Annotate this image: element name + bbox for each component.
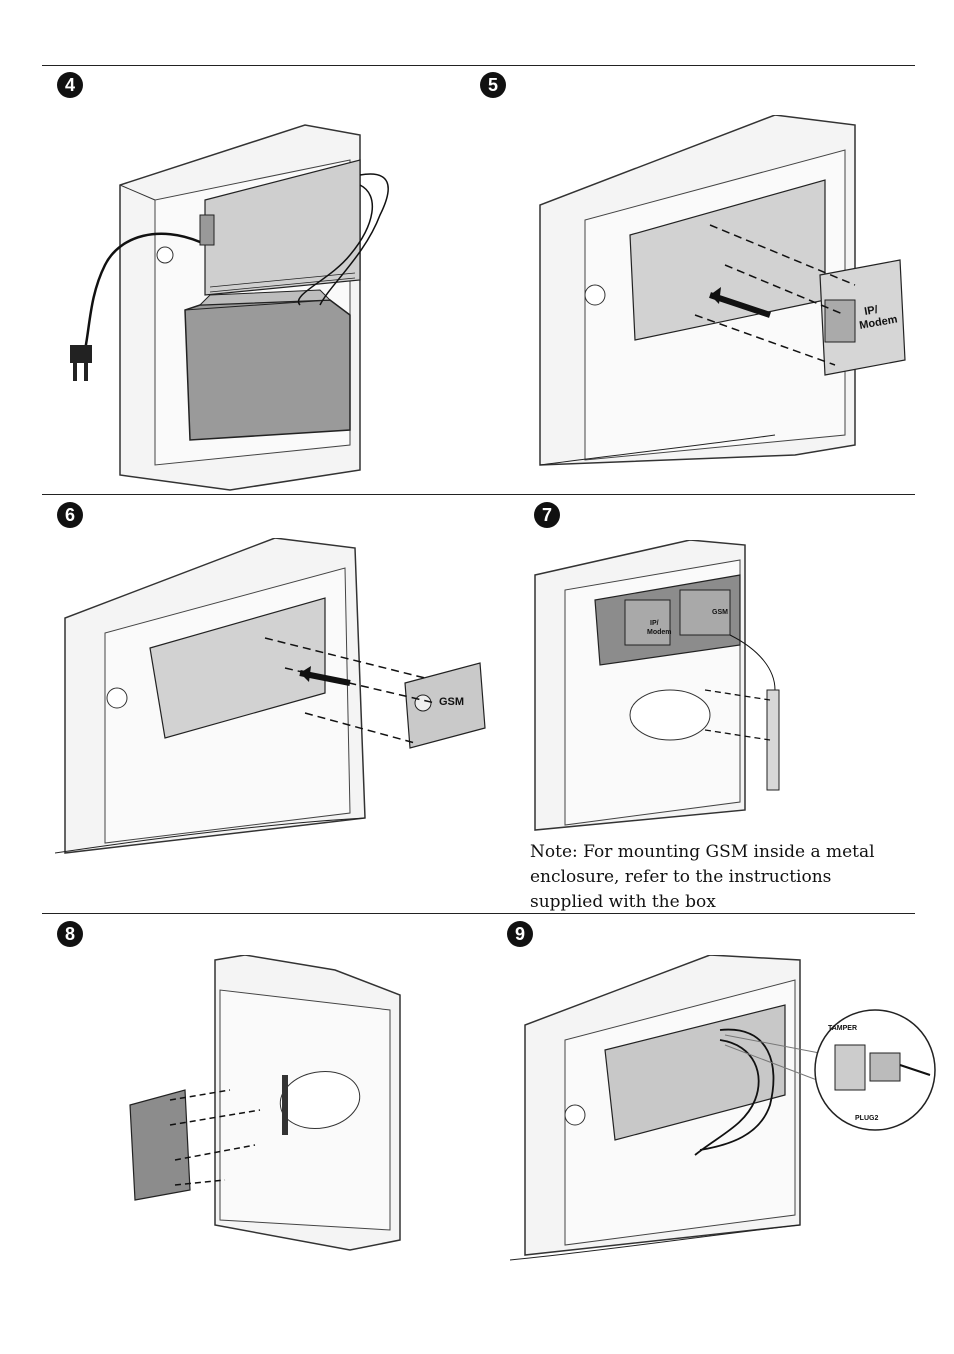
step-8-number: 8 xyxy=(57,921,83,947)
step-9-plug-label: PLUG2 xyxy=(855,1115,878,1122)
step-7-illustration: IP/ Modem GSM xyxy=(534,540,780,831)
step-7-gsm-label: GSM xyxy=(712,609,728,616)
step-6-number: 6 xyxy=(57,502,83,528)
section-divider-middle xyxy=(42,494,915,495)
step-9-illustration: TAMPER PLUG2 xyxy=(510,955,936,1261)
step-5-number: 5 xyxy=(480,72,506,98)
step-5-illustration: IP/ Modem xyxy=(539,115,906,466)
step-6-module-label: GSM xyxy=(439,696,464,708)
step-5-module-label-line1: IP/ xyxy=(863,304,878,318)
step-7-number: 7 xyxy=(534,502,560,528)
step-7-ip-label-line2: Modem xyxy=(647,629,672,636)
step-4-illustration xyxy=(70,124,389,491)
step-6-illustration: GSM xyxy=(55,538,486,854)
step-9-number: 9 xyxy=(507,921,533,947)
step-4-number: 4 xyxy=(57,72,83,98)
step-7-ip-label-line1: IP/ xyxy=(650,620,659,627)
step-8-illustration xyxy=(129,955,401,1251)
section-divider-top xyxy=(42,65,915,66)
section-divider-lower xyxy=(42,913,915,914)
step-9-tamper-label: TAMPER xyxy=(828,1025,857,1032)
step-7-note: Note: For mounting GSM inside a metal en… xyxy=(530,842,875,912)
